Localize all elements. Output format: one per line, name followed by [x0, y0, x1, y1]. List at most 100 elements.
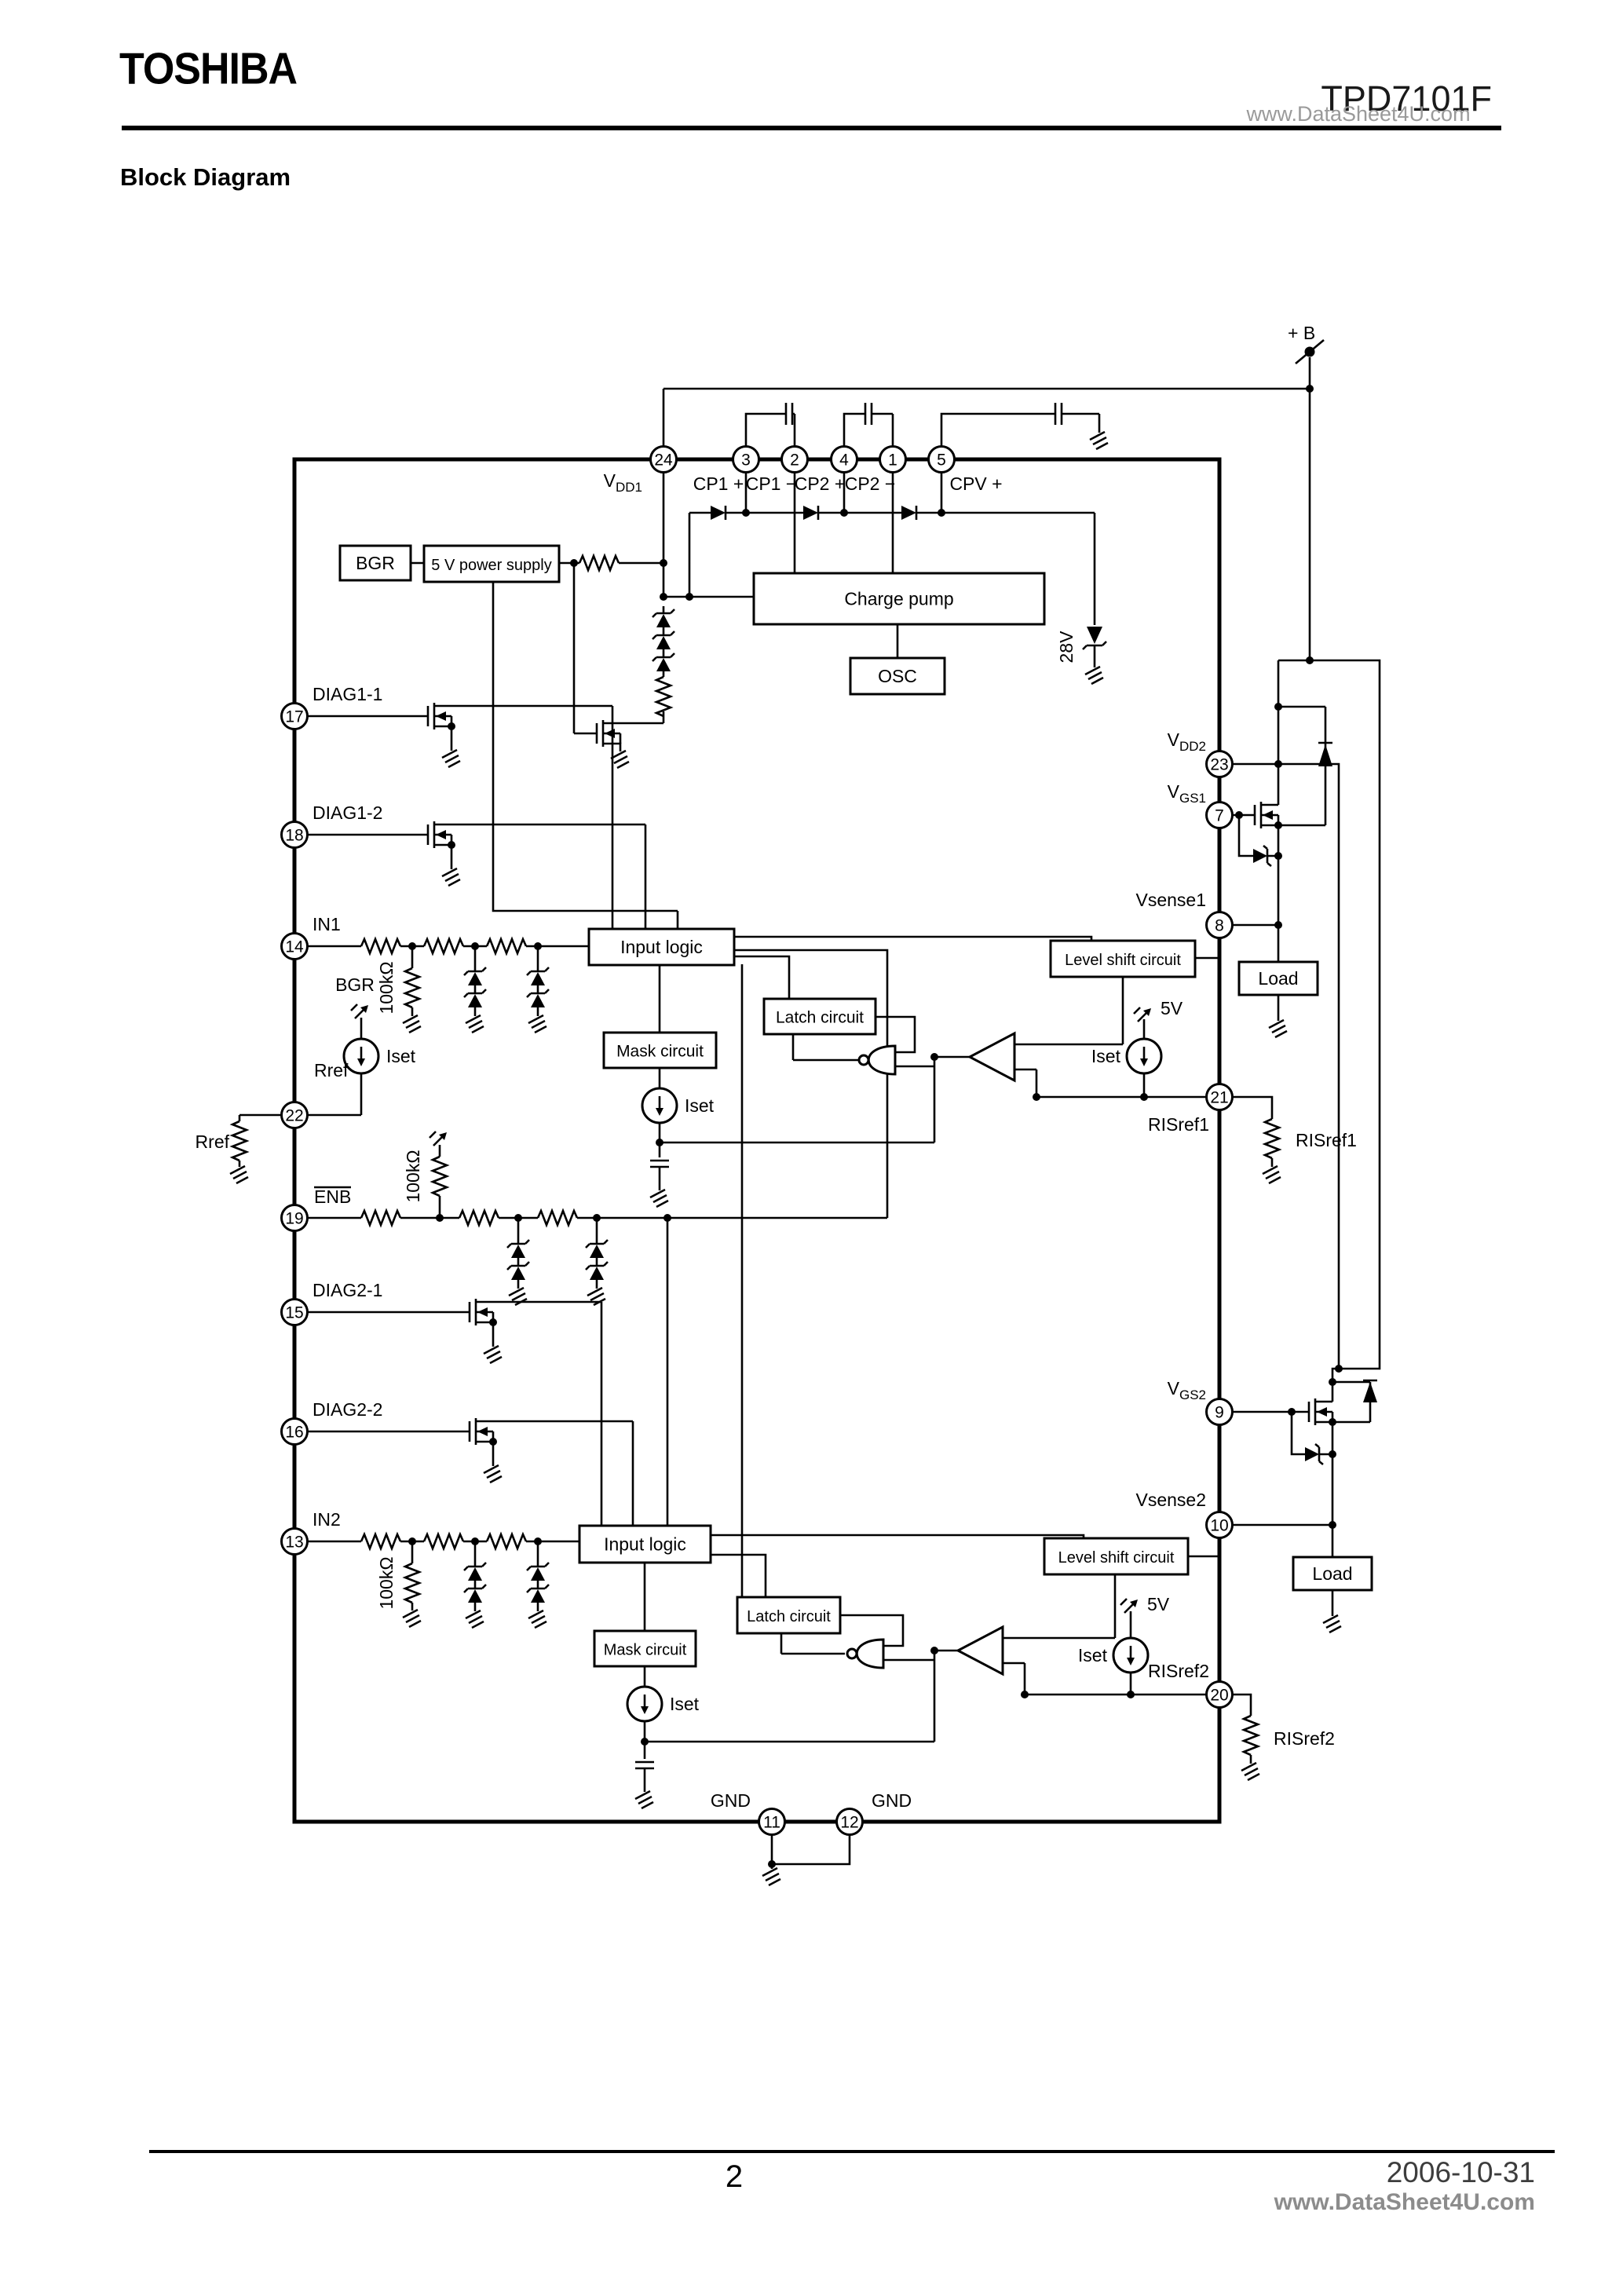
svg-text:Load: Load	[1258, 968, 1298, 989]
block-level-shift-circuit-1: Level shift circuit	[1049, 939, 1197, 978]
svg-text:Load: Load	[1312, 1563, 1352, 1584]
svg-text:CP2 −: CP2 −	[845, 473, 896, 494]
part-number: TPD7101F	[1321, 79, 1492, 119]
watermark-top: www.DataSheet4U.com	[1246, 102, 1471, 126]
svg-text:IN1: IN1	[313, 914, 341, 934]
pin-11-GND: 11 GND	[711, 1790, 786, 1836]
svg-text:23: 23	[1210, 756, 1228, 774]
svg-text:Latch circuit: Latch circuit	[776, 1009, 864, 1027]
label-risref2-external: RISref2	[1274, 1728, 1335, 1749]
svg-text:CP2 +: CP2 +	[795, 473, 846, 494]
page-title: Block Diagram	[120, 163, 291, 191]
label-iset-ls1: Iset	[1091, 1046, 1121, 1066]
svg-text:16: 16	[285, 1424, 303, 1442]
driver-triangle-2	[955, 1625, 1004, 1676]
svg-text:9: 9	[1215, 1404, 1224, 1422]
label-res-100k-enb: 100kΩ	[403, 1150, 423, 1202]
label-plus-b: + B	[1288, 323, 1315, 343]
svg-text:1: 1	[888, 452, 897, 470]
svg-text:Input logic: Input logic	[604, 1534, 686, 1555]
svg-text:Mask circuit: Mask circuit	[616, 1043, 704, 1061]
label-res-100k-in2: 100kΩ	[376, 1556, 397, 1609]
svg-text:14: 14	[285, 938, 304, 956]
svg-text:VGS2: VGS2	[1168, 1378, 1206, 1402]
svg-text:Rref: Rref	[314, 1060, 349, 1080]
block-mask-circuit-2: Mask circuit	[593, 1629, 697, 1668]
svg-text:RISref2: RISref2	[1148, 1661, 1209, 1681]
block-mask-circuit-1: Mask circuit	[602, 1031, 718, 1069]
nand-gate-2	[855, 1638, 885, 1669]
footer-date: 2006-10-31	[1386, 2156, 1535, 2188]
watermark-bottom: www.DataSheet4U.com	[1274, 2189, 1535, 2215]
svg-text:CP1 +: CP1 +	[693, 473, 744, 494]
svg-text:2: 2	[790, 452, 799, 470]
label-supply-5v-ch1: 5V	[1161, 998, 1183, 1018]
label-iset-ls2: Iset	[1078, 1645, 1108, 1665]
svg-text:DIAG2-2: DIAG2-2	[313, 1399, 382, 1420]
svg-text:15: 15	[285, 1304, 303, 1322]
label-bgr-tap: BGR	[335, 974, 375, 995]
pin-9-VGS2: 9 VGS2	[1168, 1378, 1234, 1426]
label-res-100k-in1: 100kΩ	[376, 961, 397, 1014]
svg-text:10: 10	[1210, 1517, 1228, 1535]
label-rref-external: Rref	[196, 1132, 230, 1152]
label-iset-ref: Iset	[386, 1046, 416, 1066]
label-iset-mask2: Iset	[670, 1694, 700, 1714]
svg-text:24: 24	[654, 452, 673, 470]
svg-text:18: 18	[285, 827, 303, 845]
svg-text:VDD2: VDD2	[1168, 729, 1206, 754]
svg-text:Level shift circuit: Level shift circuit	[1058, 1549, 1175, 1567]
block-latch-circuit-2: Latch circuit	[736, 1596, 842, 1635]
svg-text:IN2: IN2	[313, 1509, 341, 1530]
svg-text:Mask circuit: Mask circuit	[604, 1642, 687, 1659]
svg-text:5: 5	[937, 452, 946, 470]
svg-text:4: 4	[839, 452, 849, 470]
svg-text:7: 7	[1215, 807, 1224, 825]
svg-text:20: 20	[1210, 1687, 1228, 1705]
svg-text:Vsense2: Vsense2	[1135, 1490, 1206, 1510]
svg-text:RISref1: RISref1	[1148, 1114, 1209, 1135]
nand-gate-1	[867, 1044, 897, 1076]
block-latch-circuit-1: Latch circuit	[762, 997, 877, 1036]
svg-text:Latch circuit: Latch circuit	[747, 1608, 831, 1625]
header-rule	[122, 126, 1501, 130]
pin-14-IN1: 14 IN1	[280, 914, 341, 960]
svg-text:8: 8	[1215, 917, 1224, 935]
svg-text:11: 11	[763, 1814, 780, 1832]
block-input-logic-1: Input logic	[587, 927, 736, 967]
svg-text:OSC: OSC	[878, 666, 917, 686]
mosfet-arrows	[436, 711, 1327, 1436]
block-load-1: Load	[1237, 960, 1319, 996]
svg-text:Level shift circuit: Level shift circuit	[1065, 952, 1181, 969]
svg-text:21: 21	[1210, 1089, 1228, 1107]
svg-text:GND: GND	[711, 1790, 751, 1811]
label-iset-mask1: Iset	[685, 1095, 715, 1116]
junction-dots	[408, 385, 1343, 1868]
driver-triangle-1	[967, 1031, 1016, 1083]
label-risref1-external: RISref1	[1296, 1130, 1357, 1150]
page-number: 2	[725, 2159, 744, 2194]
annotation-labels: + B28V100kΩ100kΩ100kΩBGRIsetRrefIset5VIs…	[196, 323, 1357, 1749]
block-osc: OSC	[849, 656, 946, 696]
block-load-2: Load	[1292, 1556, 1373, 1592]
svg-text:VDD1: VDD1	[604, 470, 642, 495]
